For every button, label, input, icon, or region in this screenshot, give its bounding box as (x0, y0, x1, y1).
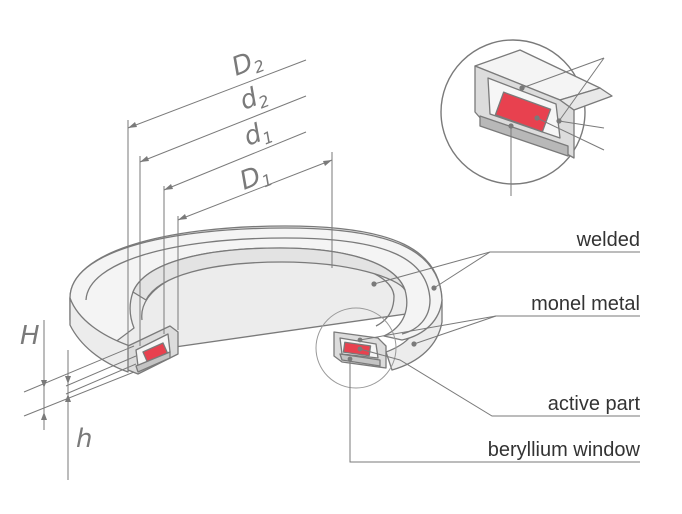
inset-leader-welded-2 (558, 57, 605, 122)
ext-line-H-top (23, 345, 135, 393)
dim-line-d1 (163, 131, 307, 191)
ring-top-surface (69, 227, 443, 347)
arrow-H-top (41, 380, 47, 388)
left-window (135, 351, 171, 373)
label-D2: D2 (228, 44, 268, 85)
inset-leader-monel (558, 120, 605, 129)
leader-window (349, 359, 640, 463)
arrow-H-bottom (41, 412, 47, 420)
inset-leader-welded (521, 57, 605, 89)
callout-leaders (349, 251, 640, 463)
callout-monel-metal: monel metal (531, 293, 640, 315)
callout-welded: welded (576, 229, 640, 251)
leader-welded-2 (433, 251, 491, 289)
zoom-inset (440, 39, 613, 196)
inset-leader-active (536, 117, 605, 151)
callout-dots (371, 281, 437, 347)
dot-welded-outer (431, 285, 437, 291)
label-H: H (20, 321, 40, 351)
arrow-h-bottom (65, 394, 71, 402)
arrow-D1-left (178, 214, 187, 220)
leader-active (359, 348, 640, 417)
ext-line-h-top (65, 355, 137, 387)
arrow-h-top (65, 376, 71, 384)
callout-active-part: active part (548, 393, 641, 415)
ext-line-H-bottom (23, 371, 135, 417)
dot-welded-inner (371, 281, 377, 287)
dim-line-d2 (139, 95, 307, 163)
inset-active-part (494, 91, 552, 133)
right-cross-section (333, 331, 387, 369)
dot-monel-ring (411, 341, 417, 347)
dimension-lines (23, 59, 333, 480)
arrow-D1-right (323, 160, 332, 166)
right-active-part (342, 341, 372, 357)
arrow-d1 (164, 184, 173, 190)
callout-beryllium-window: beryllium window (488, 439, 641, 461)
ring-groove-outer (85, 237, 431, 335)
arrow-d2 (140, 156, 149, 162)
ext-line-h-bottom (65, 363, 137, 395)
leader-monel-2 (413, 315, 497, 345)
dim-line-D1 (177, 159, 333, 221)
ring-inner-wall (132, 247, 406, 301)
left-cross-section (127, 325, 179, 375)
label-D1: D1 (236, 158, 276, 199)
arrow-D2 (128, 122, 137, 128)
arrowheads (41, 122, 332, 420)
inset-window (479, 115, 569, 157)
label-d1: d1 (240, 115, 276, 154)
label-h: h (76, 424, 92, 454)
dim-line-D2 (127, 59, 307, 129)
section-highlight-circle (315, 307, 397, 389)
